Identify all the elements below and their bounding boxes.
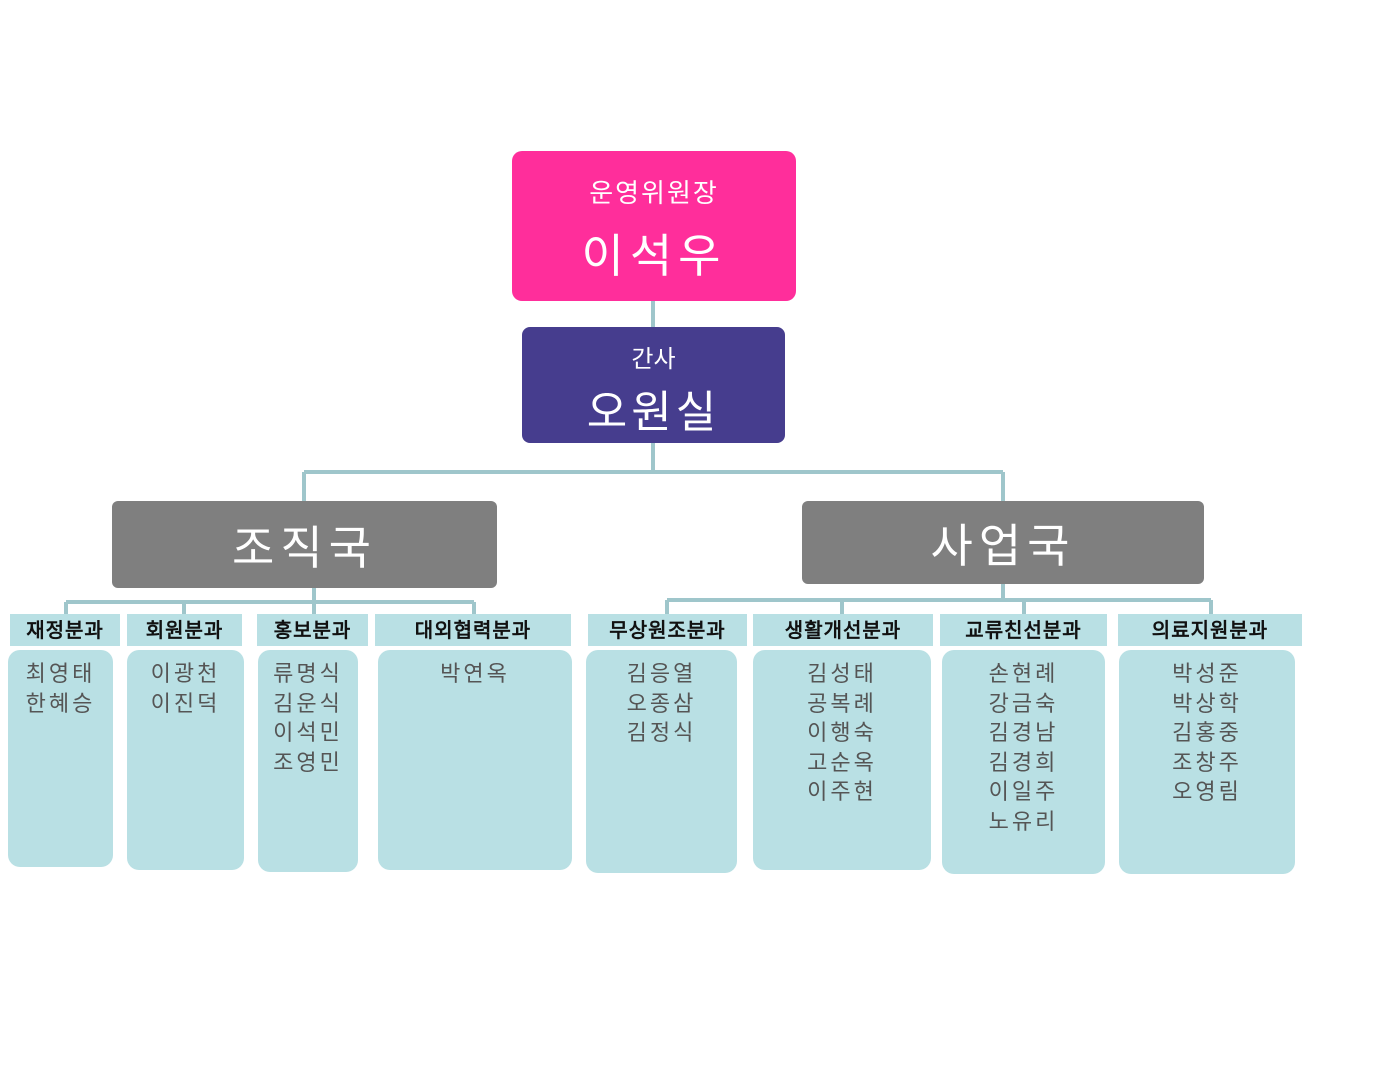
bureau-projects-label: 사업국: [930, 518, 1076, 573]
division-label-free-aid: 무상원조분과: [588, 614, 747, 646]
member-name: 오영림: [1172, 780, 1242, 805]
division-label-external-cooperation: 대외협력분과: [375, 614, 571, 646]
member-name: 오종삼: [626, 691, 697, 717]
division-label-finance: 재정분과: [10, 614, 120, 646]
division-members-membership: 이광천 이진덕: [127, 650, 244, 870]
member-name: 고순옥: [807, 750, 877, 776]
bureau-organization-label: 조직국: [232, 520, 377, 575]
chair-role: 운영위원장: [589, 179, 719, 209]
division-members-finance: 최영태 한혜승: [8, 650, 113, 867]
division-members-living-improvement: 김성태 공복례 이행숙 고순옥 이주현: [753, 650, 931, 870]
division-label-publicity: 홍보분과: [257, 614, 368, 646]
division-label-exchange-friendship: 교류친선분과: [940, 614, 1107, 646]
division-label-medical-support: 의료지원분과: [1118, 614, 1302, 646]
division-members-exchange-friendship: 손현례 강금숙 김경남 김경희 이일주 노유리: [942, 650, 1105, 874]
division-members-free-aid: 김응열 오종삼 김정식: [586, 650, 737, 873]
member-name: 류명식: [273, 662, 343, 687]
member-name: 이광천: [150, 662, 221, 687]
member-name: 이석민: [273, 721, 343, 746]
member-name: 조창주: [1172, 750, 1242, 776]
member-name: 박성준: [1172, 662, 1242, 687]
member-name: 최영태: [25, 662, 96, 687]
secretary-name: 오원실: [586, 387, 721, 438]
division-members-publicity: 류명식 김운식 이석민 조영민: [258, 650, 358, 872]
member-name: 이행숙: [807, 721, 877, 746]
member-name: 강금숙: [988, 691, 1059, 717]
member-name: 박상학: [1172, 691, 1242, 717]
division-label-membership: 회원분과: [127, 614, 242, 646]
member-name: 이일주: [988, 780, 1059, 805]
member-name: 김성태: [807, 662, 877, 687]
member-name: 박연옥: [440, 662, 510, 687]
member-name: 김응열: [626, 662, 697, 687]
secretary-box: 간사 오원실: [522, 327, 785, 443]
division-members-external-cooperation: 박연옥: [378, 650, 572, 870]
bureau-organization: 조직국: [112, 501, 497, 588]
member-name: 김경남: [988, 721, 1059, 746]
member-name: 노유리: [988, 809, 1059, 835]
member-name: 한혜승: [25, 691, 96, 717]
member-name: 김홍중: [1172, 721, 1242, 746]
member-name: 공복례: [807, 691, 877, 717]
bureau-projects: 사업국: [802, 501, 1204, 584]
chair-box: 운영위원장 이석우: [512, 151, 796, 301]
member-name: 김정식: [626, 721, 697, 746]
division-label-living-improvement: 생활개선분과: [753, 614, 933, 646]
member-name: 손현례: [988, 662, 1059, 687]
member-name: 이주현: [807, 780, 877, 805]
member-name: 조영민: [273, 750, 343, 776]
member-name: 김경희: [988, 750, 1059, 776]
member-name: 김운식: [273, 691, 343, 717]
chair-name: 이석우: [581, 229, 727, 283]
division-members-medical-support: 박성준 박상학 김홍중 조창주 오영림: [1119, 650, 1295, 874]
secretary-role: 간사: [631, 345, 676, 373]
member-name: 이진덕: [150, 691, 221, 717]
